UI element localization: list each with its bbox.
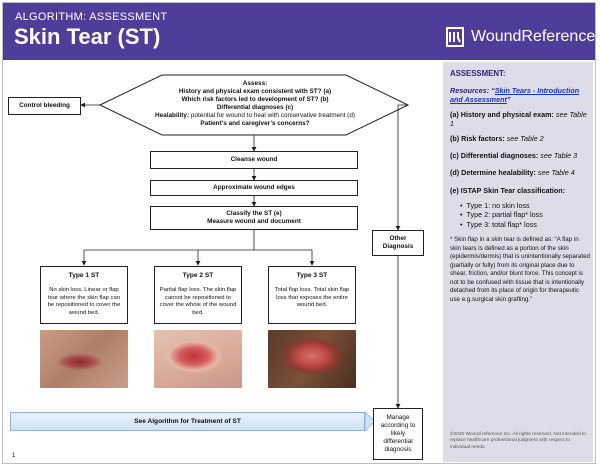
item-b-label: (b) Risk factors: bbox=[450, 134, 505, 143]
type-3-wound-photo bbox=[268, 330, 356, 388]
page-frame bbox=[2, 2, 596, 464]
type-2-card: Type 2 ST Partial flap loss. The skin fl… bbox=[154, 266, 242, 324]
manage-line: differential bbox=[383, 438, 413, 445]
item-e-label: (e) ISTAP Skin Tear classification: bbox=[450, 186, 566, 195]
type-3-card: Type 3 ST Total flap loss. Total skin fl… bbox=[268, 266, 356, 324]
assess-item-risk: Which risk factors led to development of… bbox=[181, 96, 329, 103]
cleanse-wound-box: Cleanse wound bbox=[150, 151, 358, 169]
assess-item-differential: Differential diagnoses (c) bbox=[216, 104, 294, 111]
type-1-wound-photo bbox=[40, 330, 128, 388]
type-2-wound-photo bbox=[154, 330, 242, 388]
approximate-edges-box: Approximate wound edges bbox=[150, 180, 358, 196]
item-d-ref: see Table 4 bbox=[535, 168, 575, 177]
control-bleeding-box: Control bleeding bbox=[8, 97, 81, 115]
sidebar-resources: Resources: “Skin Tears - Introduction an… bbox=[450, 86, 588, 105]
manage-line: diagnosis bbox=[384, 446, 412, 453]
classify-box: Classify the ST (e) Measure wound and do… bbox=[150, 206, 358, 230]
type-2-title: Type 2 ST bbox=[182, 272, 214, 279]
page-number: 1 bbox=[12, 453, 16, 459]
assess-text: Assess: History and physical exam consis… bbox=[130, 80, 380, 128]
header-banner: ALGORITHM: ASSESSMENT Skin Tear (ST) bbox=[3, 3, 595, 60]
item-c-ref: see Table 3 bbox=[538, 151, 578, 160]
type-2-description: Partial flap loss. The skin flap cannot … bbox=[159, 287, 237, 317]
classification-type-2: Type 2: partial flap* loss bbox=[466, 210, 543, 220]
bar-arrowhead bbox=[364, 411, 376, 432]
assess-item-history: History and physical exam consistent wit… bbox=[178, 88, 332, 95]
sidebar-item-b: (b) Risk factors: see Table 2 bbox=[450, 134, 588, 143]
woundreference-logo-icon bbox=[446, 27, 464, 47]
sidebar-item-c: (c) Differential diagnoses: see Table 3 bbox=[450, 151, 590, 160]
sidebar-heading: ASSESSMENT: bbox=[450, 69, 506, 78]
algorithm-label: ALGORITHM: ASSESSMENT bbox=[15, 11, 168, 23]
classification-item: • Type 2: partial flap* loss bbox=[460, 210, 543, 220]
other-diagnosis-line2: Diagnosis bbox=[382, 243, 414, 250]
type-3-title: Type 3 ST bbox=[296, 272, 328, 279]
resources-end: ” bbox=[506, 95, 511, 105]
manage-line: according to bbox=[380, 422, 416, 429]
item-d-label: (d) Determine healability: bbox=[450, 168, 536, 177]
manage-line: likely bbox=[390, 430, 406, 437]
type-1-card: Type 1 ST No skin loss. Linear or flap t… bbox=[40, 266, 128, 324]
classify-subtitle: Measure wound and document bbox=[207, 218, 301, 225]
assess-heading: Assess: bbox=[242, 80, 268, 87]
classification-item: • Type 1: no skin loss bbox=[460, 201, 530, 210]
classification-list: • Type 1: no skin loss • Type 2: partial… bbox=[460, 201, 543, 229]
assess-item-healability: Healability: potential for wound to heal… bbox=[130, 112, 380, 120]
item-b-ref: see Table 2 bbox=[504, 134, 544, 143]
skin-flap-note: * Skin flap in a skin tear is defined as… bbox=[450, 236, 590, 303]
healability-text: potential for wound to heal with conserv… bbox=[189, 112, 355, 119]
manage-line: Manage bbox=[386, 414, 410, 421]
healability-label: Healability: bbox=[155, 112, 190, 119]
page-title: Skin Tear (ST) bbox=[14, 24, 161, 49]
item-a-ref: see Table 1 bbox=[450, 110, 587, 129]
classification-type-1: Type 1: no skin loss bbox=[466, 201, 530, 210]
type-1-description: No skin loss. Linear or flap tear where … bbox=[47, 287, 121, 317]
see-algorithm-banner[interactable]: See Algorithm for Treatment of ST bbox=[10, 412, 365, 431]
item-a-label: (a) History and physical exam: bbox=[450, 110, 554, 119]
resources-link[interactable]: Skin Tears - Introduction and Assessment bbox=[450, 86, 580, 105]
classification-item: • Type 3: total flap* loss bbox=[460, 219, 537, 229]
sidebar-item-e: (e) ISTAP Skin Tear classification: bbox=[450, 186, 590, 195]
logo-text: WoundReference bbox=[471, 28, 596, 45]
sidebar-item-d: (d) Determine healability: see Table 4 bbox=[450, 168, 590, 177]
item-c-label: (c) Differential diagnoses: bbox=[450, 151, 539, 160]
type-1-title: Type 1 ST bbox=[68, 272, 100, 279]
copyright-footer: ©2020 Wound reference Inc. All rights re… bbox=[450, 432, 586, 450]
assessment-sidebar bbox=[443, 62, 593, 462]
assess-item-concerns: Patient’s and caregiver’s concerns? bbox=[200, 120, 310, 127]
classify-title: Classify the ST (e) bbox=[226, 210, 282, 217]
resources-label: Resources: “ bbox=[450, 86, 495, 95]
manage-box: Manage according to likely differential … bbox=[373, 408, 423, 460]
sidebar-item-a: (a) History and physical exam: see Table… bbox=[450, 110, 588, 129]
type-3-description: Total flap loss. Total skin flap loss th… bbox=[274, 287, 350, 309]
other-diagnosis-box: Other Diagnosis bbox=[372, 230, 424, 256]
classification-type-3: Type 3: total flap* loss bbox=[466, 219, 537, 229]
other-diagnosis-line1: Other bbox=[389, 235, 407, 242]
